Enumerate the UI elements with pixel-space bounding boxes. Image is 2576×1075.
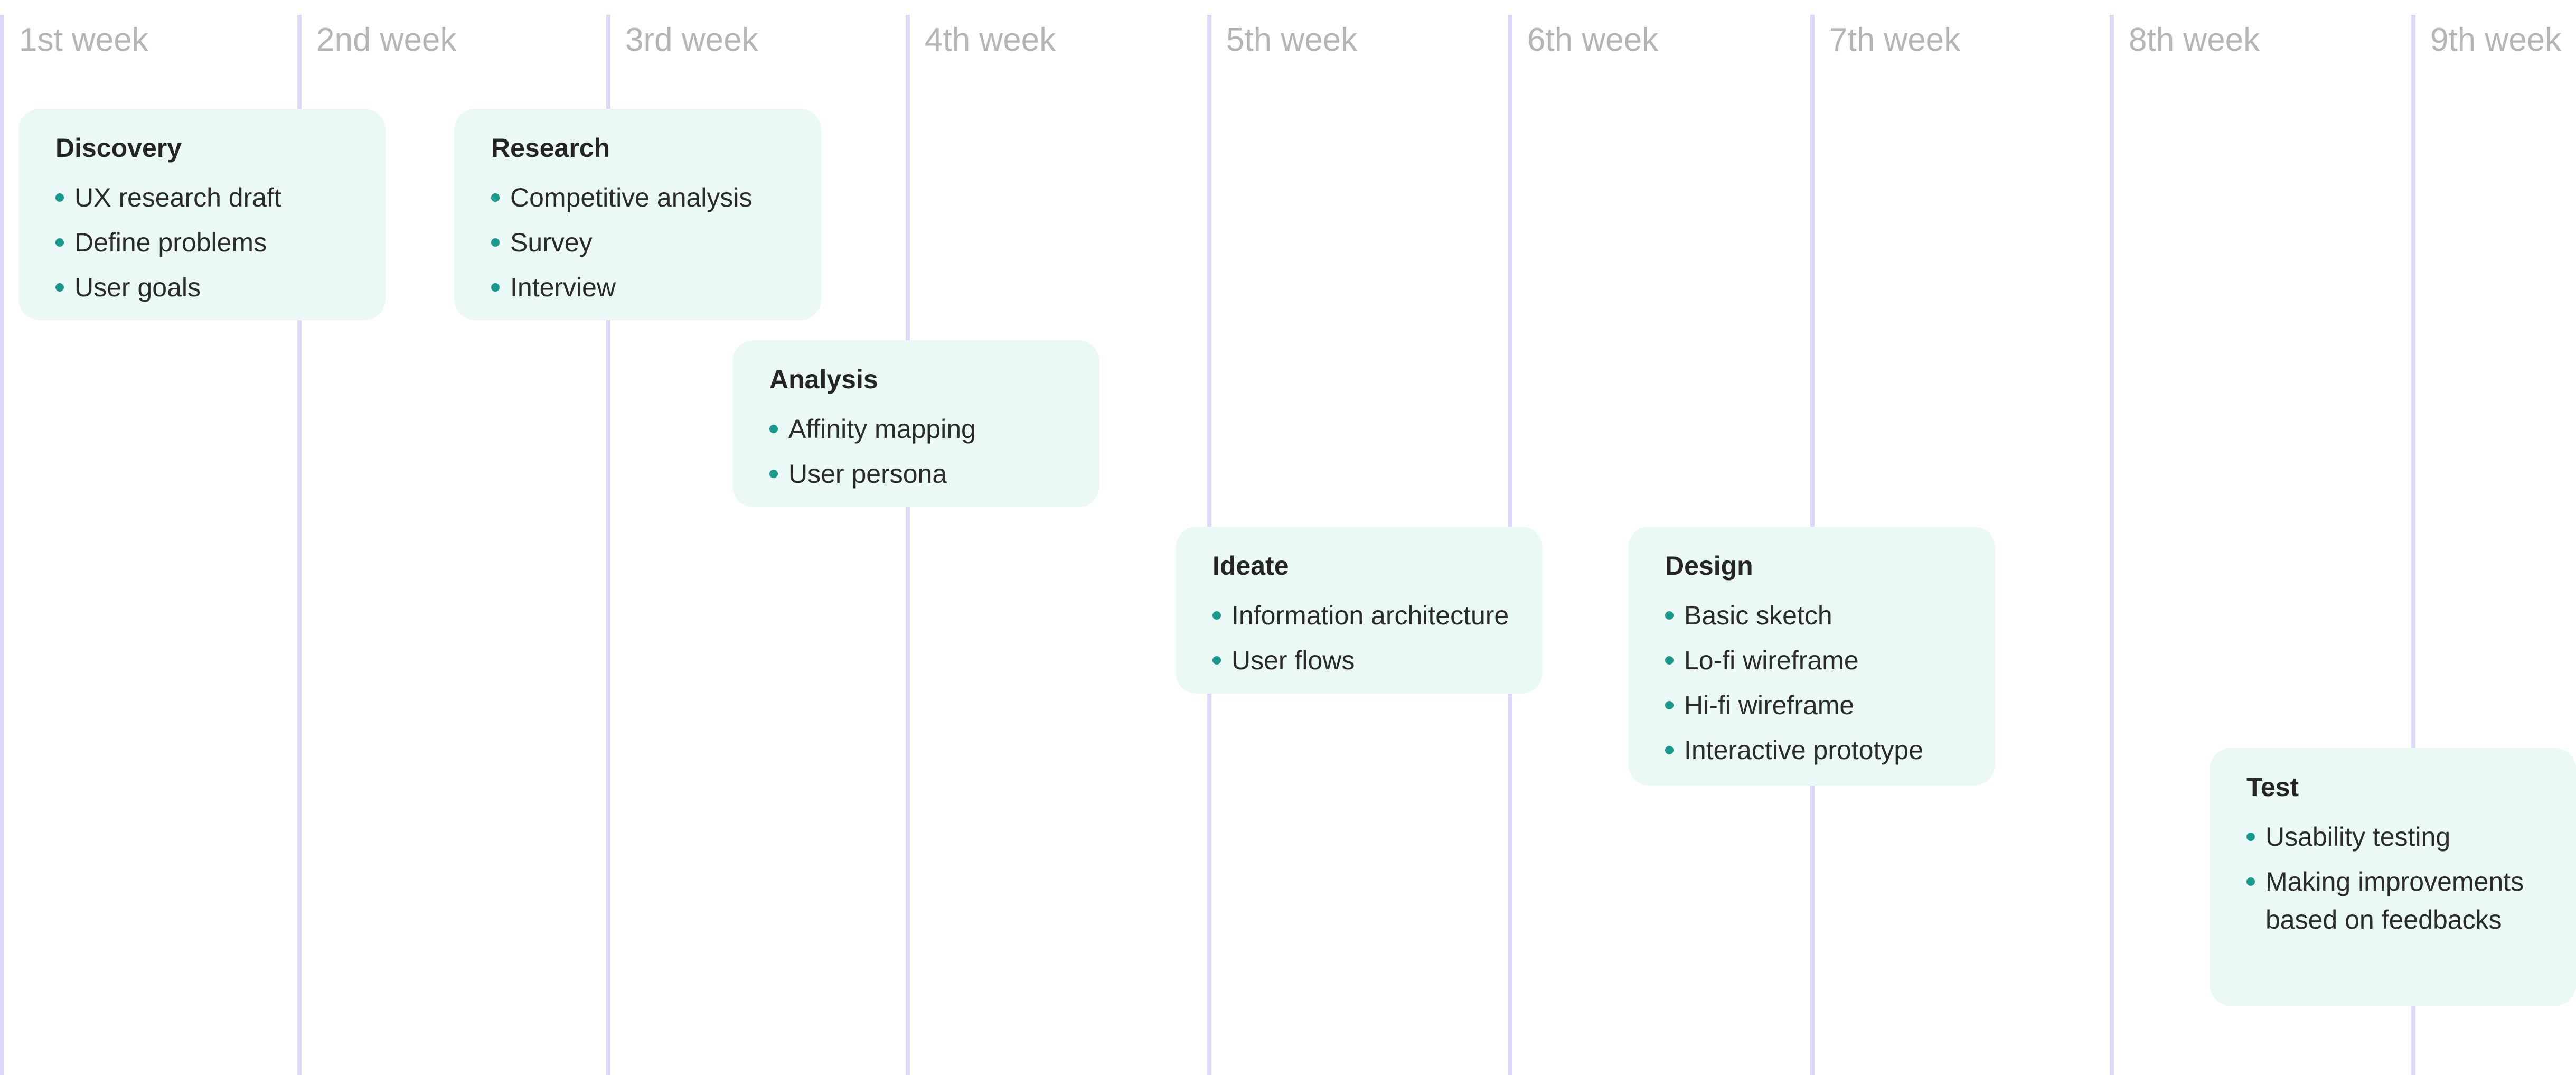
list-item-label: User goals [74,273,201,302]
list-item: Information architecture [1212,596,1543,634]
list-item-label: Define problems [74,228,267,257]
list-item: Affinity mapping [769,410,1099,448]
list-item: UX research draft [55,179,386,217]
list-item-label: Competitive analysis [510,183,753,212]
bullet-icon [2246,833,2255,841]
list-item: User goals [55,268,386,306]
phase-title: Design [1665,551,1753,581]
phase-title: Research [491,133,610,163]
phase-item-list: Competitive analysis Survey Interview [491,179,821,306]
bullet-icon [1212,656,1221,665]
list-item-label: Information architecture [1231,601,1509,630]
bullet-icon [55,193,64,202]
list-item-label: Survey [510,228,593,257]
phase-card-analysis: Analysis Affinity mapping User persona [732,340,1099,507]
phase-item-list: Affinity mapping User persona [769,410,1099,493]
bullet-icon [769,470,778,478]
phase-item-list: Basic sketch Lo-fi wireframe Hi-fi wiref… [1665,596,1995,769]
phase-card-ideate: Ideate Information architecture User flo… [1176,527,1543,694]
week-label-8: 8th week [2129,22,2260,58]
week-label-6: 6th week [1527,22,1659,58]
phase-title: Ideate [1212,551,1289,581]
week-label-2: 2nd week [316,22,457,58]
week-label-5: 5th week [1226,22,1358,58]
phase-item-list: Information architecture User flows [1212,596,1543,679]
list-item-label: Basic sketch [1684,601,1832,630]
week-divider [606,15,610,1075]
week-label-7: 7th week [1829,22,1961,58]
list-item: Interview [491,268,821,306]
phase-title: Discovery [55,133,182,163]
week-label-1: 1st week [19,22,148,58]
list-item-label: Interactive prototype [1684,735,1924,765]
list-item: Interactive prototype [1665,731,1995,769]
list-item: Basic sketch [1665,596,1995,634]
week-divider [0,15,4,1075]
list-item: User persona [769,455,1099,493]
bullet-icon [491,283,500,292]
bullet-icon [55,283,64,292]
phase-title: Analysis [769,364,878,394]
list-item: Competitive analysis [491,179,821,217]
phase-card-design: Design Basic sketch Lo-fi wireframe Hi-f… [1628,527,1995,786]
bullet-icon [769,425,778,433]
list-item-label: Usability testing [2265,822,2451,852]
bullet-icon [1212,611,1221,620]
phase-item-list: UX research draft Define problems User g… [55,179,386,306]
list-item-label: UX research draft [74,183,281,212]
list-item-label: Lo-fi wireframe [1684,646,1859,675]
week-divider [2411,15,2415,1075]
bullet-icon [1665,701,1674,709]
bullet-icon [2246,877,2255,886]
list-item-label: User persona [788,459,947,489]
list-item: Making improvements based on feedbacks [2246,863,2561,939]
week-label-4: 4th week [925,22,1056,58]
phase-item-list: Usability testing Making improvements ba… [2246,818,2576,939]
week-divider [297,15,302,1075]
list-item: Usability testing [2246,818,2576,856]
phase-title: Test [2246,772,2299,802]
list-item: Lo-fi wireframe [1665,641,1995,679]
bullet-icon [55,238,64,247]
bullet-icon [1665,656,1674,665]
week-divider [2110,15,2114,1075]
list-item: Survey [491,223,821,261]
bullet-icon [491,193,500,202]
list-item-label: User flows [1231,646,1355,675]
list-item: Define problems [55,223,386,261]
list-item-label: Affinity mapping [788,414,976,444]
phase-card-test: Test Usability testing Making improvemen… [2210,748,2576,1006]
list-item: Hi-fi wireframe [1665,686,1995,724]
bullet-icon [491,238,500,247]
bullet-icon [1665,611,1674,620]
phase-card-discovery: Discovery UX research draft Define probl… [18,109,386,320]
list-item-label: Hi-fi wireframe [1684,690,1855,720]
list-item: User flows [1212,641,1543,679]
week-label-9: 9th week [2430,22,2562,58]
week-divider [906,15,910,1075]
phase-card-research: Research Competitive analysis Survey Int… [454,109,821,320]
week-label-3: 3rd week [625,22,758,58]
list-item-label: Interview [510,273,616,302]
bullet-icon [1665,746,1674,754]
list-item-label: Making improvements based on feedbacks [2265,867,2524,934]
